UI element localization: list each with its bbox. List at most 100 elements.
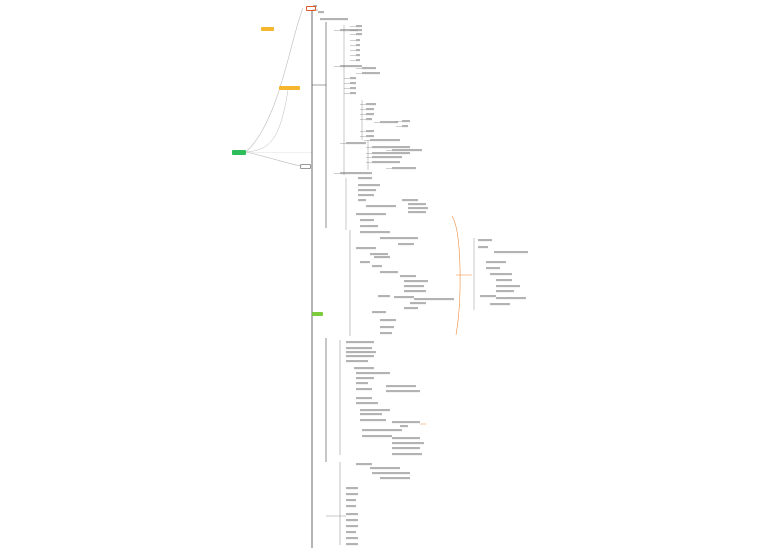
leaf-text-stub bbox=[392, 167, 416, 169]
leaf-text-stub bbox=[372, 161, 400, 163]
leaf-text-stub bbox=[346, 537, 358, 539]
leaf-text-stub bbox=[358, 194, 374, 196]
topic-tag-a[interactable] bbox=[261, 27, 274, 31]
leaf-text-stub bbox=[346, 355, 374, 357]
leaf-text-stub bbox=[346, 513, 358, 515]
leaf-text-stub bbox=[414, 298, 454, 300]
leaf-text-stub bbox=[356, 213, 386, 215]
leaf-text-stub bbox=[490, 273, 512, 275]
leaf-text-stub bbox=[360, 225, 378, 227]
leaf-text-stub bbox=[366, 113, 374, 115]
leaf-text-stub bbox=[356, 463, 372, 465]
leaf-text-stub bbox=[360, 413, 382, 415]
leaf-text-stub bbox=[380, 121, 398, 123]
leaf-text-stub bbox=[356, 39, 360, 41]
leaf-text-stub bbox=[362, 67, 376, 69]
leaf-text-stub bbox=[386, 385, 416, 387]
leaf-text-stub bbox=[480, 295, 496, 297]
leaf-text-stub bbox=[356, 372, 390, 374]
leaf-text-stub bbox=[486, 261, 506, 263]
leaf-text-stub bbox=[366, 135, 374, 137]
leaf-text-stub bbox=[346, 142, 366, 144]
leaf-text-stub bbox=[392, 421, 420, 423]
top-callout-node[interactable] bbox=[306, 6, 316, 11]
leaf-text-stub bbox=[346, 351, 376, 353]
leaf-text-stub bbox=[356, 382, 368, 384]
leaf-text-stub bbox=[358, 199, 366, 201]
leaf-text-stub bbox=[380, 271, 398, 273]
leaf-text-stub bbox=[350, 82, 356, 84]
leaf-text-stub bbox=[358, 177, 372, 179]
leaf-text-stub bbox=[404, 280, 428, 282]
leaf-text-stub bbox=[370, 467, 400, 469]
leaf-text-stub bbox=[360, 409, 390, 411]
leaf-text-stub bbox=[478, 239, 492, 241]
leaf-text-stub bbox=[386, 390, 420, 392]
leaf-text-stub bbox=[366, 130, 374, 132]
leaf-text-stub bbox=[346, 493, 358, 495]
leaf-text-stub bbox=[340, 65, 362, 67]
leaf-text-stub bbox=[340, 172, 372, 174]
root-to-top-curve bbox=[245, 7, 304, 153]
leaf-text-stub bbox=[356, 29, 362, 31]
leaf-text-stub bbox=[400, 275, 416, 277]
leaf-text-stub bbox=[346, 505, 356, 507]
leaf-text-stub bbox=[380, 237, 418, 239]
leaf-text-stub bbox=[366, 205, 396, 207]
leaf-text-stub bbox=[356, 397, 372, 399]
leaf-text-stub bbox=[392, 447, 420, 449]
leaf-text-stub bbox=[358, 184, 380, 186]
leaf-text-stub bbox=[356, 49, 360, 51]
leaf-text-stub bbox=[360, 419, 386, 421]
leaf-text-stub bbox=[380, 319, 396, 321]
leaf-text-stub bbox=[392, 149, 422, 151]
leaf-text-stub bbox=[490, 303, 510, 305]
leaf-text-stub bbox=[378, 295, 390, 297]
leaf-text-stub bbox=[392, 437, 420, 439]
leaf-text-stub bbox=[372, 156, 402, 158]
leaf-text-stub bbox=[402, 125, 408, 127]
leaf-text-stub bbox=[372, 152, 410, 154]
leaf-text-stub bbox=[350, 77, 356, 79]
leaf-text-stub bbox=[372, 311, 386, 313]
leaf-text-stub bbox=[496, 285, 520, 287]
mid-note-node[interactable] bbox=[300, 164, 311, 169]
leaf-text-stub bbox=[356, 54, 360, 56]
leaf-text-stub bbox=[374, 256, 390, 258]
leaf-text-stub bbox=[318, 11, 324, 13]
leaf-text-stub bbox=[346, 487, 358, 489]
leaf-text-stub bbox=[354, 367, 374, 369]
leaf-text-stub bbox=[346, 525, 358, 527]
leaf-text-stub bbox=[494, 251, 528, 253]
leaf-text-stub bbox=[392, 453, 422, 455]
leaf-text-stub bbox=[404, 307, 418, 309]
leaf-text-stub bbox=[408, 203, 426, 205]
main-branch-hub-node[interactable] bbox=[312, 312, 323, 316]
leaf-text-stub bbox=[320, 18, 348, 20]
central-topic-node[interactable] bbox=[232, 150, 246, 155]
leaf-text-stub bbox=[370, 253, 388, 255]
leaf-text-stub bbox=[408, 211, 426, 213]
leaf-text-stub bbox=[356, 59, 360, 61]
leaf-text-stub bbox=[360, 231, 390, 233]
leaf-text-stub bbox=[346, 499, 356, 501]
leaf-text-stub bbox=[408, 207, 428, 209]
leaf-text-stub bbox=[362, 72, 380, 74]
leaf-text-stub bbox=[356, 33, 362, 35]
leaf-text-stub bbox=[362, 429, 402, 431]
topic-tag-b[interactable] bbox=[279, 86, 300, 90]
leaf-text-stub bbox=[398, 243, 414, 245]
leaf-text-stub bbox=[404, 290, 426, 292]
leaf-text-stub bbox=[350, 92, 356, 94]
leaf-text-stub bbox=[366, 103, 376, 105]
root-to-tag-b-curve bbox=[245, 89, 289, 153]
leaf-text-stub bbox=[366, 118, 372, 120]
leaf-text-stub bbox=[356, 44, 360, 46]
leaf-text-stub bbox=[356, 388, 372, 390]
leaf-text-stub bbox=[380, 326, 394, 328]
leaf-text-stub bbox=[360, 261, 370, 263]
leaf-text-stub bbox=[346, 347, 372, 349]
leaf-text-stub bbox=[400, 425, 408, 427]
